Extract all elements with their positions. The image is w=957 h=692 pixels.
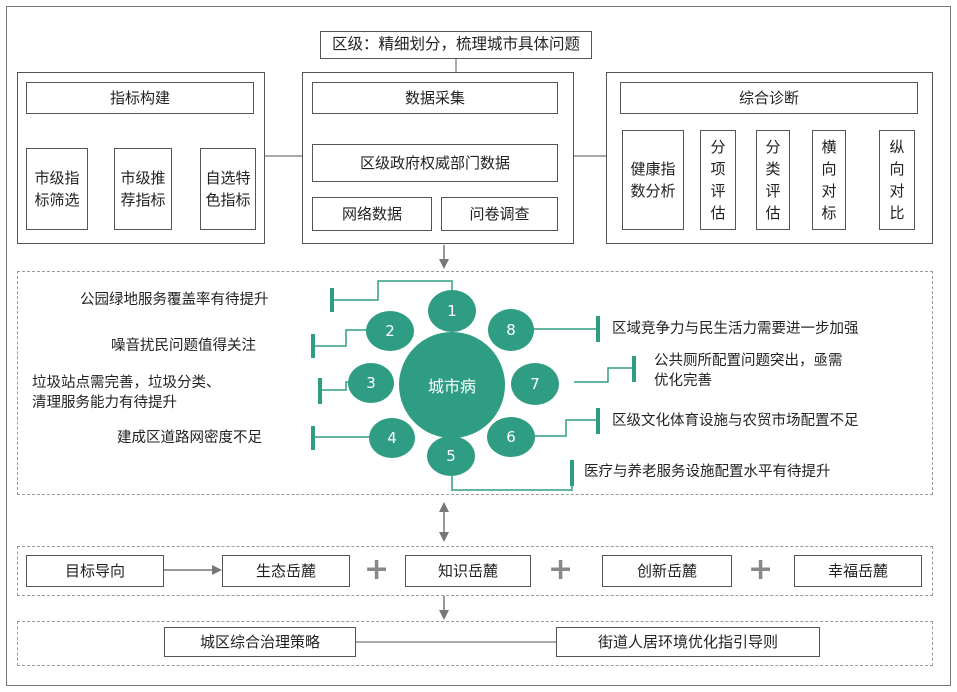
goal-ecology: 生态岳麓	[222, 555, 350, 587]
indicator-header: 指标构建	[26, 82, 254, 114]
problem-2-bar	[311, 334, 315, 358]
urban-disease-center: 城市病	[399, 332, 505, 438]
problem-8-label: 区域竞争力与民生活力需要进一步加强	[612, 321, 859, 337]
problem-1-label: 公园绿地服务覆盖率有待提升	[80, 292, 269, 308]
urban-disease-section	[17, 271, 933, 495]
diagnosis-horizontal-benchmark: 横向对标	[812, 130, 846, 230]
problem-3-label: 垃圾站点需完善，垃圾分类、 清理服务能力有待提升	[32, 375, 221, 411]
goal-knowledge: 知识岳麓	[405, 555, 531, 587]
problem-6-label: 区级文化体育设施与农贸市场配置不足	[612, 413, 859, 429]
node-7: 7	[511, 363, 559, 405]
goal-happiness: 幸福岳麓	[794, 555, 922, 587]
collection-survey: 问卷调查	[441, 197, 558, 231]
problem-7-label: 公共厕所配置问题突出，亟需 优化完善	[654, 353, 843, 389]
page-title: 区级：精细划分，梳理城市具体问题	[320, 31, 592, 59]
node-2: 2	[366, 311, 414, 351]
goal-guide: 目标导向	[26, 555, 164, 587]
diagnosis-health-index: 健康指数分析	[622, 130, 684, 230]
problem-3-bar	[318, 378, 322, 404]
plus-icon: +	[364, 552, 390, 587]
goals-section	[17, 546, 933, 596]
problem-4-bar	[311, 426, 315, 450]
node-6: 6	[487, 417, 535, 457]
strategy-left: 城区综合治理策略	[164, 627, 356, 657]
problem-2-label: 噪音扰民问题值得关注	[111, 338, 256, 354]
problem-1-bar	[330, 288, 334, 312]
problem-5-label: 医疗与养老服务设施配置水平有待提升	[584, 464, 831, 480]
goal-innovation: 创新岳麓	[602, 555, 732, 587]
collection-header: 数据采集	[312, 82, 558, 114]
outer-frame	[6, 6, 951, 686]
strategy-section	[17, 621, 933, 666]
problem-5-bar	[570, 460, 574, 486]
node-8: 8	[488, 309, 534, 351]
problem-4-label: 建成区道路网密度不足	[117, 430, 262, 446]
plus-icon: +	[748, 552, 774, 587]
indicator-item-city-filter: 市级指标筛选	[26, 148, 88, 230]
diagnosis-header: 综合诊断	[620, 82, 918, 114]
indicator-item-city-recommend: 市级推荐指标	[114, 148, 172, 230]
diagnosis-category-assessment: 分类评估	[756, 130, 790, 230]
diagnosis-vertical-compare: 纵向对比	[879, 130, 915, 230]
node-5: 5	[427, 436, 475, 476]
collection-web-data: 网络数据	[312, 197, 432, 231]
plus-icon: +	[548, 552, 574, 587]
node-4: 4	[369, 418, 415, 458]
diagnosis-item-assessment: 分项评估	[700, 130, 736, 230]
indicator-item-custom: 自选特色指标	[200, 148, 256, 230]
node-1: 1	[428, 290, 476, 332]
problem-7-bar	[632, 356, 636, 382]
node-3: 3	[348, 363, 394, 403]
collection-main-data: 区级政府权威部门数据	[312, 144, 558, 182]
strategy-right: 街道人居环境优化指引导则	[556, 627, 820, 657]
problem-6-bar	[596, 408, 600, 434]
problem-8-bar	[596, 316, 600, 342]
